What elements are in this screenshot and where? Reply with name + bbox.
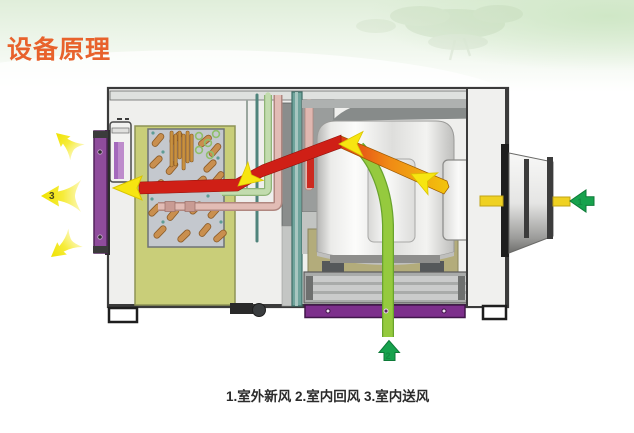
svg-text:2: 2 — [385, 351, 390, 361]
svg-text:1: 1 — [578, 197, 583, 207]
svg-text:设备原理: 设备原理 — [7, 36, 111, 64]
svg-text:1.室外新风 2.室内回风 3.室内送风: 1.室外新风 2.室内回风 3.室内送风 — [226, 388, 430, 404]
svg-text:3: 3 — [49, 191, 55, 202]
